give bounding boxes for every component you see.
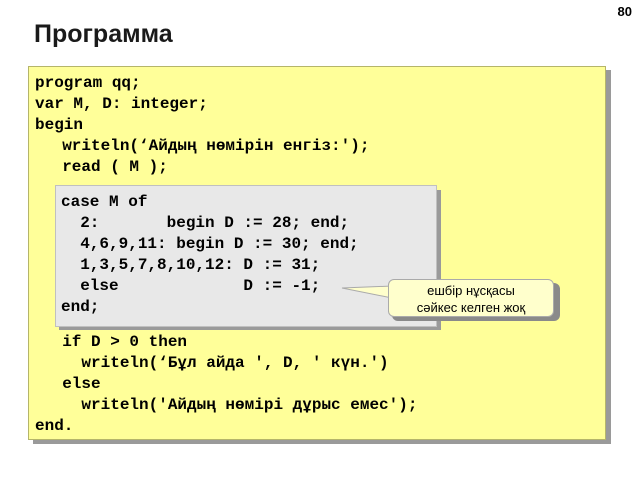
case-line-31-days: 1,3,5,7,8,10,12: D := 31; (61, 256, 321, 274)
code-line-read: read ( M ); (43, 158, 168, 176)
code-line-writeln-days: writeln(‘Бұл айда ', D, ' күн.') (43, 354, 389, 372)
case-box: case M of 2: begin D := 28; end; 4,6,9,1… (55, 185, 437, 327)
case-line-header: case M of (61, 193, 148, 211)
code-line-program: program qq; (35, 74, 141, 92)
code-line-writeln-prompt: writeln(‘Айдың нөмірін енгіз:'); (43, 137, 370, 155)
code-line-end: end. (35, 417, 74, 435)
case-line-else: else D := -1; (61, 277, 321, 295)
case-line-30-days: 4,6,9,11: begin D := 30; end; (61, 235, 359, 253)
case-line-end: end; (61, 298, 100, 316)
code-line-begin: begin (35, 116, 84, 134)
code-line-var: var M, D: integer; (35, 95, 208, 113)
case-line-feb: 2: begin D := 28; end; (61, 214, 350, 232)
callout-note: ешбір нұсқасы сәйкес келген жоқ (388, 279, 554, 317)
code-line-writeln-error: writeln('Айдың нөмірі дұрыс емес'); (43, 396, 418, 414)
callout-line-1: ешбір нұсқасы (427, 283, 515, 298)
callout-line-2: сәйкес келген жоқ (416, 300, 526, 315)
code-line-if: if D > 0 then (43, 333, 188, 351)
code-line-else: else (43, 375, 101, 393)
page-number: 80 (617, 4, 632, 19)
slide-title: Программа (34, 20, 173, 48)
